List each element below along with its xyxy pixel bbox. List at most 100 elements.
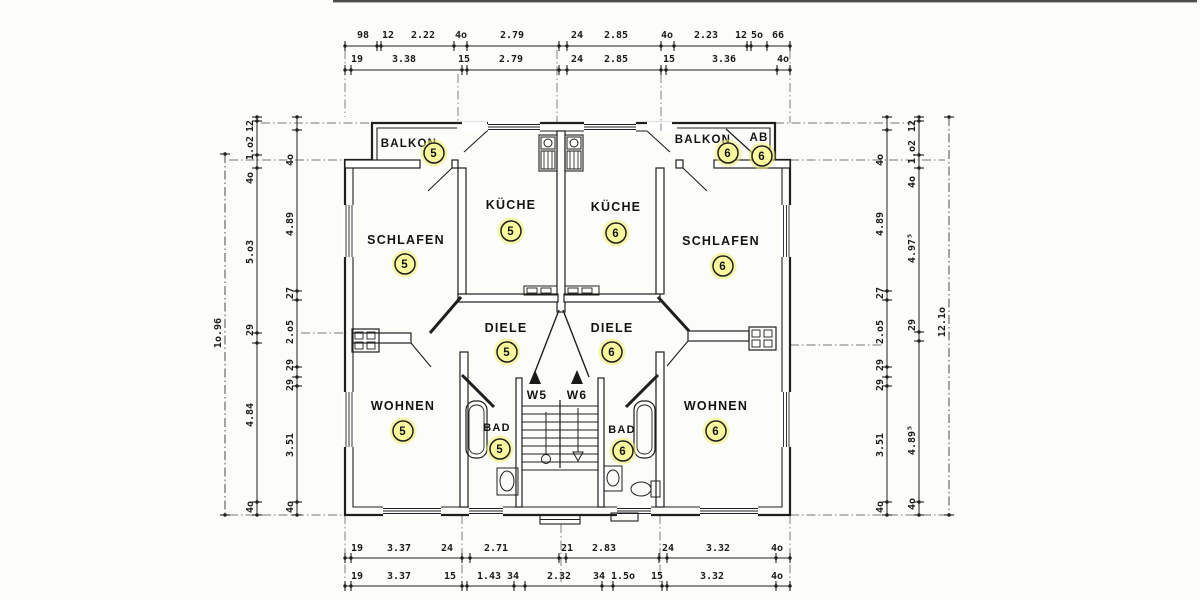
dim-label-top_row2-1: 3.38 <box>392 54 416 65</box>
dim-label-bottom_row1-8: 4o <box>771 543 783 554</box>
dim-label-right_middle-3: 4.97⁵ <box>907 233 918 263</box>
dim-label-top_row1-4: 2.79 <box>500 30 524 41</box>
room-number-kueche-6: 6 <box>612 228 620 240</box>
dim-label-bottom_row1-5: 2.83 <box>592 543 616 554</box>
dim-label-top_row2-3: 2.79 <box>499 54 523 65</box>
dim-label-bottom_row2-9: 3.32 <box>700 571 724 582</box>
dim-label-bottom_row2-4: 34 <box>507 571 519 582</box>
dim-label-right_inner-0: 4o <box>875 154 886 166</box>
room-number-schlafen-5: 5 <box>401 259 409 271</box>
dim-label-bottom_row2-1: 3.37 <box>387 571 411 582</box>
extension-lines-layer <box>229 50 945 582</box>
dim-label-right_inner-5: 29 <box>875 379 886 391</box>
dim-label-right_inner-2: 27 <box>875 287 886 299</box>
dim-label-left_inner-3: 2.o5 <box>285 320 296 344</box>
room-number-ab-6: 6 <box>758 151 766 163</box>
dim-label-bottom_row1-1: 3.37 <box>387 543 411 554</box>
bathtub <box>633 400 656 459</box>
room-number-balkon-5: 5 <box>430 148 438 160</box>
dim-label-bottom_row1-6: 24 <box>662 543 674 554</box>
dim-label-top_row2-4: 24 <box>571 54 583 65</box>
window <box>343 121 792 517</box>
dim-label-bottom_row2-7: 1.5o <box>611 571 635 582</box>
room-number-kueche-5: 5 <box>507 226 515 238</box>
room-number-circle-kueche-6 <box>605 222 627 244</box>
dim-label-right_middle-5: 4.89⁵ <box>907 425 918 455</box>
dim-label-right_inner-7: 4o <box>875 501 886 513</box>
dim-label-bottom_row2-8: 15 <box>651 571 663 582</box>
dim-label-left_inner-1: 4.89 <box>285 212 296 236</box>
dim-label-left_outer-0: 1o.96 <box>213 318 224 348</box>
staircase <box>522 400 598 468</box>
dim-label-top_row2-7: 3.36 <box>712 54 736 65</box>
dim-label-top_row1-5: 24 <box>571 30 583 41</box>
dimension-lines-layer <box>220 41 954 591</box>
room-number-circle-kueche-5 <box>500 220 522 242</box>
dim-label-left_middle-6: 4o <box>245 501 256 513</box>
dim-label-top_row2-6: 15 <box>663 54 675 65</box>
dim-label-right_middle-6: 4o <box>907 498 918 510</box>
dim-label-right_inner-1: 4.89 <box>875 212 886 236</box>
room-number-bad-5: 5 <box>496 444 504 456</box>
dim-label-right_middle-1: 1.o2 <box>907 140 918 164</box>
room-label-kueche-5: KÜCHE <box>486 197 536 212</box>
room-number-circle-schlafen-6 <box>712 255 734 277</box>
toilet <box>496 467 661 498</box>
dim-label-left_inner-4: 29 <box>285 359 296 371</box>
entrance-steps <box>539 512 639 525</box>
room-number-circle-wohnen-5 <box>392 420 414 442</box>
room-number-schlafen-6: 6 <box>719 261 727 273</box>
room-number-circle-balkon-5 <box>423 142 445 164</box>
room-number-circle-diele-5 <box>496 341 518 363</box>
dim-label-top_row1-3: 4o <box>455 30 467 41</box>
room-number-diele-5: 5 <box>503 347 511 359</box>
dim-label-right_outer-0: 12.1o <box>937 307 948 337</box>
dim-label-right_inner-4: 29 <box>875 359 886 371</box>
dim-label-top_row1-9: 12 <box>735 30 747 41</box>
dim-label-top_row1-0: 98 <box>357 30 369 41</box>
dim-label-bottom_row2-0: 19 <box>351 571 363 582</box>
scan-edge-artifact <box>333 0 1197 3</box>
dim-label-bottom_row1-2: 24 <box>441 543 453 554</box>
dim-label-bottom_row1-7: 3.32 <box>706 543 730 554</box>
room-number-wohnen-6: 6 <box>712 426 720 438</box>
room-number-circle-bad-5 <box>489 438 511 460</box>
dim-label-left_inner-5: 29 <box>285 379 296 391</box>
dim-label-left_middle-5: 4.84 <box>245 403 256 427</box>
kitchen-counter <box>523 285 600 296</box>
dim-label-top_row1-6: 2.85 <box>604 30 628 41</box>
room-label-ab-6: AB <box>749 132 768 144</box>
room-number-circle-diele-6 <box>601 341 623 363</box>
stair-label-W5: W5 <box>527 388 547 402</box>
dim-label-bottom_row2-6: 34 <box>593 571 605 582</box>
dim-label-top_row1-2: 2.22 <box>411 30 435 41</box>
dim-label-top_row2-2: 15 <box>458 54 470 65</box>
dim-label-top_row2-5: 2.85 <box>604 54 628 65</box>
chimney-block <box>351 326 777 353</box>
room-number-bad-6: 6 <box>619 446 627 458</box>
dim-label-right_middle-4: 29 <box>907 319 918 331</box>
dim-label-left_middle-2: 4o <box>245 172 256 184</box>
room-number-balkon-6: 6 <box>724 148 732 160</box>
dim-label-right_inner-6: 3.51 <box>875 433 886 457</box>
dim-label-top_row1-7: 4o <box>661 30 673 41</box>
dim-label-top_row2-0: 19 <box>351 54 363 65</box>
dim-label-bottom_row2-10: 4o <box>771 571 783 582</box>
stair-up-arrow <box>571 370 583 384</box>
dim-label-top_row1-10: 5o <box>751 30 763 41</box>
room-number-circle-wohnen-6 <box>705 420 727 442</box>
dim-label-left_inner-6: 3.51 <box>285 433 296 457</box>
dim-label-top_row1-11: 66 <box>772 30 784 41</box>
dim-label-right_middle-0: 12 <box>907 120 918 132</box>
dim-label-top_row2-8: 4o <box>777 54 789 65</box>
room-number-wohnen-5: 5 <box>399 426 407 438</box>
room-label-schlafen-6: SCHLAFEN <box>682 234 760 248</box>
stair-label-W6: W6 <box>567 388 587 402</box>
room-number-circle-bad-6 <box>612 440 634 462</box>
room-label-balkon-6: BALKON <box>675 134 731 146</box>
dim-label-bottom_row2-2: 15 <box>444 571 456 582</box>
